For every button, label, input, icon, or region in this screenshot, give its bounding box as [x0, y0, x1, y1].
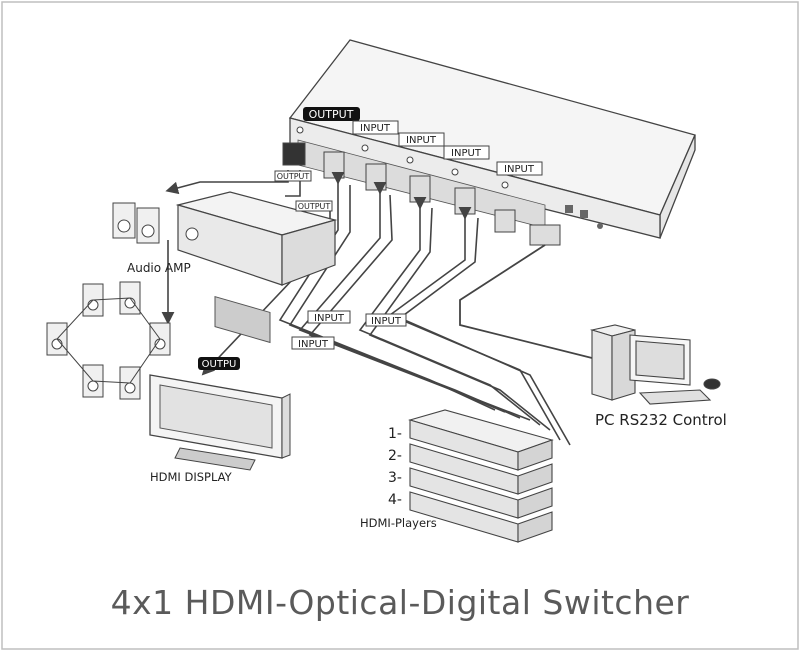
tag-input-4: INPUT — [496, 161, 543, 176]
svg-text:OUTPU: OUTPU — [202, 359, 237, 370]
hdmi-display-label: HDMI DISPLAY — [150, 470, 233, 484]
svg-text:INPUT: INPUT — [406, 135, 437, 146]
player-label-2: 2- — [388, 448, 402, 464]
svg-text:INPUT: INPUT — [298, 339, 329, 350]
hdmi-display — [149, 374, 291, 471]
pc — [589, 324, 721, 405]
tag-input-7: INPUT — [291, 336, 335, 350]
svg-text:OUTPUT: OUTPUT — [298, 202, 331, 211]
tag-output-tv: OUTPU — [198, 357, 240, 370]
player-4 — [409, 491, 553, 543]
tag-input-5: INPUT — [307, 310, 351, 324]
front-speakers — [112, 202, 160, 244]
fcc-mark-icon — [580, 210, 588, 218]
ce-mark-icon — [565, 205, 573, 213]
pc-control-label: PC RS232 Control — [595, 411, 727, 429]
tag-input-2: INPUT — [398, 132, 445, 147]
player-2 — [409, 443, 553, 495]
hdmi-players-label: HDMI-Players — [360, 516, 437, 530]
tag-input-1: INPUT — [352, 120, 399, 135]
volume-knob-icon — [185, 227, 199, 241]
svg-text:INPUT: INPUT — [504, 164, 535, 175]
hdmi-plugs — [282, 142, 561, 246]
pc-keyboard — [638, 389, 712, 405]
tag-input-6: INPUT — [365, 313, 407, 327]
cables — [161, 170, 601, 446]
svg-text:OUTPUT: OUTPUT — [277, 172, 310, 181]
audio-amp — [175, 191, 338, 344]
switcher-unit — [288, 39, 696, 239]
svg-text:INPUT: INPUT — [451, 148, 482, 159]
tag-output-main: OUTPUT — [303, 107, 360, 121]
svg-text:INPUT: INPUT — [360, 123, 391, 134]
svg-text:INPUT: INPUT — [371, 316, 402, 327]
svg-text:INPUT: INPUT — [314, 313, 345, 324]
surround-speakers — [46, 281, 171, 400]
tag-input-3: INPUT — [443, 145, 490, 160]
player-label-4: 4- — [388, 492, 402, 508]
hdmi-players-stack — [408, 409, 554, 543]
mouse-icon — [703, 378, 721, 390]
power-jack-icon — [597, 223, 603, 229]
tag-output-small-2: OUTPUT — [295, 200, 333, 212]
tag-output-small-1: OUTPUT — [274, 170, 312, 182]
player-label-3: 3- — [388, 470, 402, 486]
audio-amp-label: Audio AMP — [127, 261, 191, 275]
svg-text:OUTPUT: OUTPUT — [309, 108, 354, 121]
player-3 — [409, 467, 553, 519]
diagram-title: 4x1 HDMI-Optical-Digital Switcher — [110, 583, 690, 622]
player-label-1: 1- — [388, 426, 402, 442]
player-1 — [408, 409, 554, 471]
